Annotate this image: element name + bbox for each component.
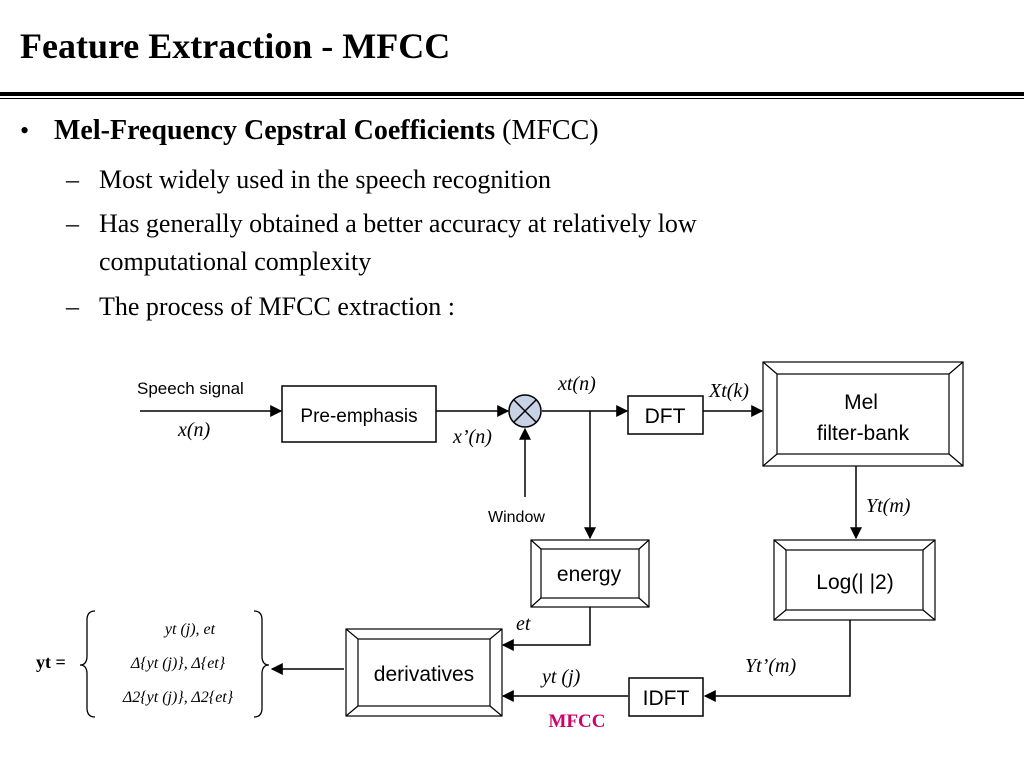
- yt-j-label: yt (j): [540, 666, 581, 688]
- Xt-k-label: Xt(k): [708, 380, 749, 402]
- arrow-log-to-idft: [703, 620, 851, 702]
- matrix-row-1: yt (j), et: [163, 621, 216, 638]
- page-title: Feature Extraction - MFCC: [20, 26, 451, 66]
- multiplier-cross-b: [513, 399, 537, 423]
- title-rule-thick: [0, 92, 1024, 96]
- xt-n-label: xt(n): [557, 373, 596, 395]
- sub-item-text-continued: computational complexity: [99, 247, 372, 276]
- energy-label: energy: [557, 563, 622, 586]
- idft-label: IDFT: [643, 687, 690, 710]
- speech-signal-label: Speech signal: [137, 379, 244, 398]
- dft-label: DFT: [645, 405, 686, 428]
- sub-item-dash: –: [66, 209, 79, 238]
- log-label: Log(| |2): [816, 571, 893, 594]
- Yt-m-label: Yt(m): [866, 495, 911, 517]
- preemphasis-label: Pre-emphasis: [300, 406, 417, 427]
- preemphasis-box: [281, 385, 437, 443]
- left-brace: [79, 610, 96, 718]
- bullet-bold-text: Mel-Frequency Cepstral Coefficients: [54, 115, 496, 146]
- bullet-marker: •: [20, 116, 30, 145]
- x-prime-n-label: x’(n): [452, 426, 492, 448]
- et-label: et: [516, 613, 531, 635]
- matrix-row-2: Δ{yt (j)}, Δ{et}: [130, 655, 226, 672]
- idft-box: [628, 677, 704, 717]
- bullet-rest-text: (MFCC): [495, 115, 599, 146]
- mel-label-line1: Mel: [844, 391, 878, 414]
- matrix-row-3: Δ2{yt (j)}, Δ2{et}: [122, 689, 234, 706]
- mfcc-label: MFCC: [549, 711, 606, 732]
- dft-box: [627, 395, 704, 435]
- window-label: Window: [488, 509, 545, 526]
- arrow-energy-to-derivatives: [501, 607, 591, 651]
- sub-item-text: Has generally obtained a better accuracy…: [99, 209, 697, 238]
- x-n-label: x(n): [177, 419, 211, 441]
- derivatives-label: derivatives: [374, 663, 474, 686]
- mel-label-line2: filter-bank: [817, 422, 910, 445]
- bullet-main-text: Mel-Frequency Cepstral Coefficients (MFC…: [54, 113, 599, 149]
- mel-filterbank-frame: [762, 361, 964, 467]
- energy-box-frame: [530, 539, 650, 608]
- title-rule-thin: [0, 98, 1024, 99]
- sub-item-dash: –: [66, 165, 79, 194]
- yt-vector-label: yt =: [36, 652, 66, 672]
- sub-item-dash: –: [66, 292, 79, 321]
- sub-item-text: Most widely used in the speech recogniti…: [99, 165, 552, 194]
- derivatives-box-frame: [345, 628, 503, 717]
- log-box-frame: [773, 539, 936, 621]
- sub-item-text: The process of MFCC extraction :: [99, 292, 455, 321]
- Yt-prime-m-label: Yt’(m): [745, 655, 796, 677]
- right-brace: [253, 610, 270, 718]
